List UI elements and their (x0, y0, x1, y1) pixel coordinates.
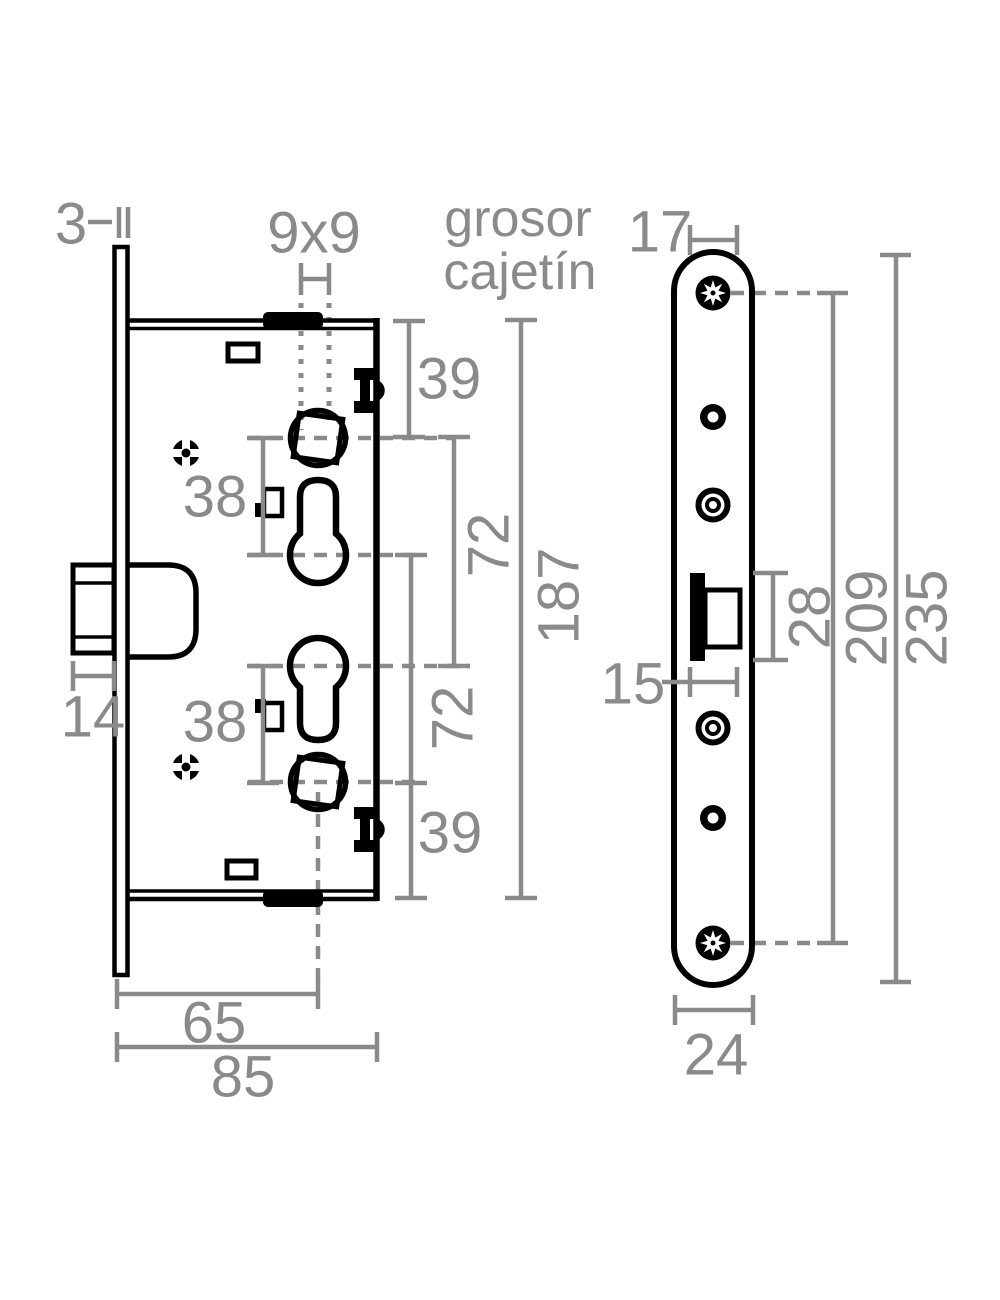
dim-faceplate-thickness: 3 (55, 192, 131, 257)
dim-case-top-to-spindle: 39 (393, 318, 482, 440)
torx-screw-top (695, 275, 731, 311)
euro-cylinder-hole-lower (286, 634, 350, 744)
pin-hole-lower (700, 805, 726, 831)
dim-backset-label: 65 (182, 991, 247, 1056)
adjuster-wheel-upper (170, 437, 202, 469)
dim-upper-cylinder-to-lower-spindle-label: 72 (421, 686, 486, 751)
dimensions: 3 9x9 39 72 38 (55, 190, 960, 1110)
dim-backset: 65 (114, 979, 321, 1056)
fixing-hole-lower (695, 710, 731, 746)
dim-faceplate-height-label: 235 (895, 570, 960, 667)
fixing-hole-upper (695, 487, 731, 523)
deadbolt (70, 562, 199, 660)
side-view (70, 244, 385, 978)
cylinder-clip-upper (255, 486, 285, 519)
cylinder-clip-lower (255, 699, 285, 733)
case-thickness-note-line2: cajetín (443, 243, 596, 301)
dim-case-depth-label: 85 (211, 1045, 276, 1110)
dim-faceplate-height: 235 (880, 252, 960, 985)
dim-upper-cylinder-to-lower-spindle: 72 39 (395, 552, 486, 901)
spindle-follower-upper (287, 407, 349, 469)
adjuster-wheel-lower (170, 751, 202, 783)
dim-spindle-to-cylinder-upper-label: 38 (183, 465, 248, 530)
dim-case-height-label: 187 (527, 548, 592, 645)
front-view (671, 249, 755, 988)
deadbolt-body (128, 562, 199, 660)
dim-bolt-throw-label: 14 (61, 685, 126, 750)
dim-screw-centers-label: 209 (835, 570, 900, 667)
dim-cylinder-to-spindle-lower-label: 38 (183, 690, 248, 755)
dim-spindle-to-case-bottom-label: 39 (418, 801, 483, 866)
dim-case-thickness: 17 (628, 200, 740, 265)
dim-bolt-height: 28 (753, 570, 843, 663)
faceplate-front (671, 249, 755, 988)
dim-spindle-square: 9x9 (267, 201, 361, 295)
dim-bolt-throw: 14 (61, 661, 126, 750)
dim-spindle-square-label: 9x9 (267, 201, 361, 266)
dim-bolt-width-label: 15 (601, 652, 666, 717)
dim-case-top-to-spindle-label: 39 (417, 347, 482, 412)
dim-spindle-to-cylinder-upper: 38 (183, 435, 279, 558)
lock-case (127, 312, 380, 907)
spindle-follower-lower (287, 751, 349, 813)
dim-bolt-width: 15 (601, 652, 740, 717)
case-thickness-note-line1: grosor (444, 190, 591, 248)
case-slot-lower (224, 858, 259, 881)
euro-cylinder-hole-upper (286, 476, 350, 587)
dim-faceplate-width: 24 (672, 995, 756, 1088)
dim-faceplate-thickness-label: 3 (55, 192, 87, 257)
back-bracket-lower (354, 807, 385, 852)
dim-faceplate-width-label: 24 (684, 1023, 749, 1088)
dim-cylinder-to-spindle-lower: 38 (183, 663, 279, 786)
dim-screw-centers: 209 (817, 290, 900, 946)
dim-spindle-to-lower-cylinder: 72 (438, 434, 522, 669)
pin-hole-upper (700, 404, 726, 430)
case-top-tab (263, 312, 323, 329)
deadbolt-front (690, 573, 743, 661)
deadbolt-head (70, 562, 117, 656)
torx-screw-bottom (695, 925, 731, 961)
case-slot-upper (225, 341, 261, 364)
case-thickness-note: grosor cajetín (443, 190, 596, 301)
back-bracket-upper (354, 368, 385, 413)
dim-case-height: 187 (505, 317, 592, 901)
case-bottom-tab (263, 890, 323, 907)
dim-case-thickness-label: 17 (628, 200, 693, 265)
dim-case-depth: 85 (114, 1032, 380, 1110)
dim-spindle-to-lower-cylinder-label: 72 (457, 513, 522, 578)
